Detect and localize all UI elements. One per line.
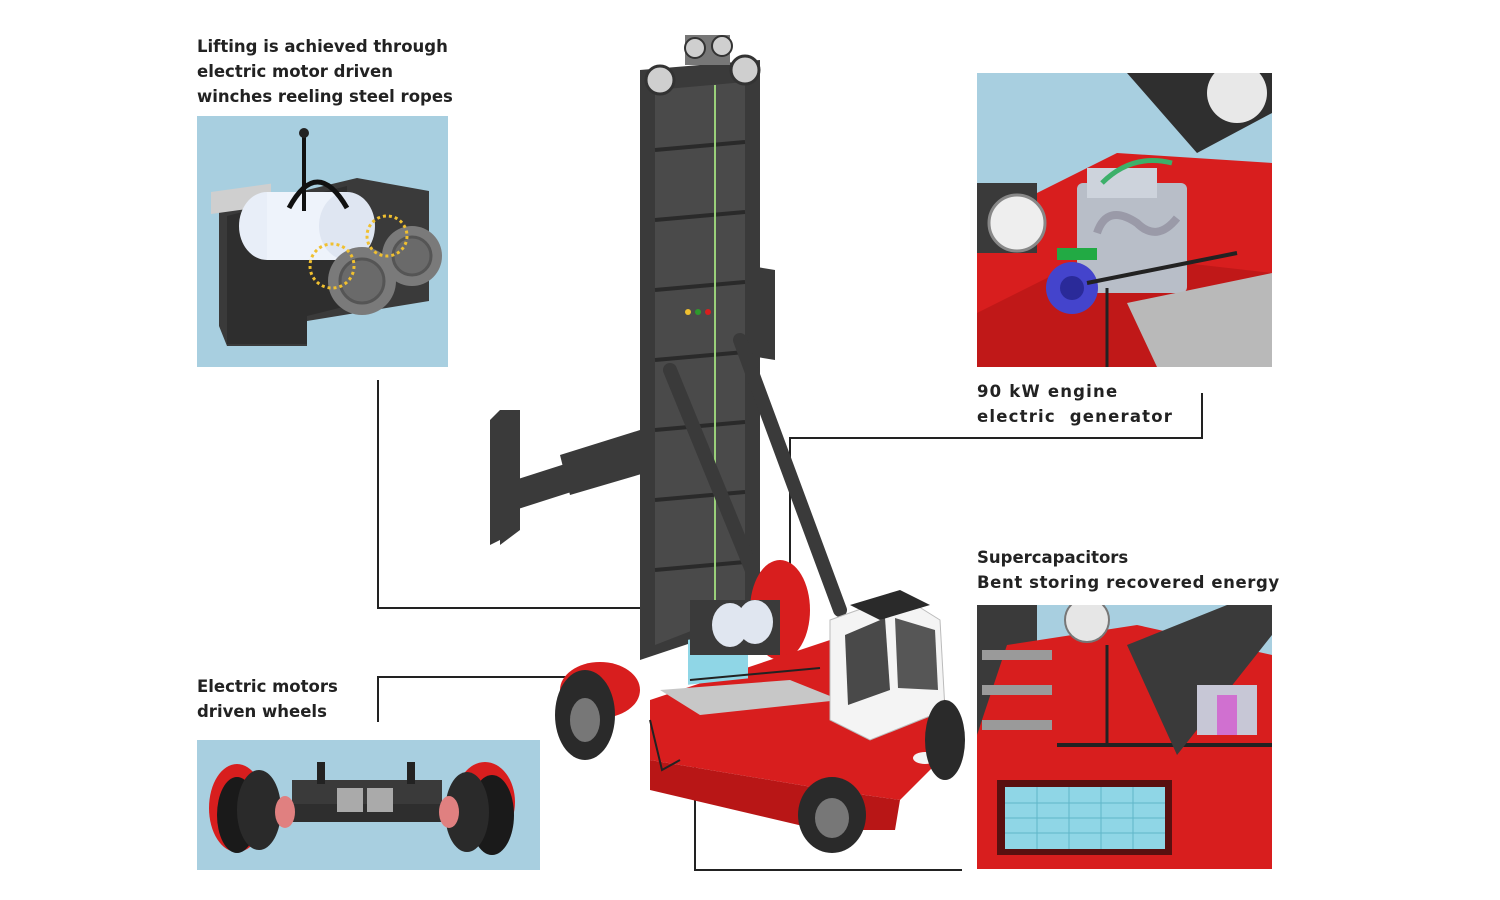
caption-supercap: Supercapacitors Bent storing recovered e… xyxy=(977,545,1280,595)
caption-motors: Electric motors driven wheels xyxy=(197,674,338,724)
caption-engine-line-1: 90 kW engine xyxy=(977,382,1119,401)
leader-line-lifting xyxy=(377,380,700,609)
lift-cylinders xyxy=(663,333,847,617)
supercap-detail-panel xyxy=(977,605,1272,869)
axle-detail-panel xyxy=(197,740,540,870)
caption-motors-line-2: driven wheels xyxy=(197,702,327,721)
engine-generator-icon xyxy=(977,73,1272,367)
drive-axle-icon xyxy=(209,762,515,855)
caption-supercap-line-2: Bent storing recovered energy xyxy=(977,573,1280,592)
caption-engine: 90 kW engine electric generator xyxy=(977,379,1173,429)
engine-detail-panel xyxy=(977,73,1272,367)
winch-detail-panel xyxy=(197,116,448,367)
supercapacitor-bank-icon xyxy=(977,605,1272,869)
caption-lifting-line-3: winches reeling steel ropes xyxy=(197,87,453,106)
caption-lifting-line-2: electric motor driven xyxy=(197,62,393,81)
caption-motors-line-1: Electric motors xyxy=(197,677,338,696)
leader-line-motors xyxy=(377,676,588,722)
winch-drum-icon xyxy=(211,128,442,346)
caption-supercap-line-1: Supercapacitors xyxy=(977,548,1129,567)
caption-lifting: Lifting is achieved through electric mot… xyxy=(197,34,453,109)
caption-lifting-line-1: Lifting is achieved through xyxy=(197,37,448,56)
caption-engine-line-2: electric generator xyxy=(977,407,1174,426)
chassis xyxy=(555,560,965,853)
leader-line-engine xyxy=(789,393,1203,608)
